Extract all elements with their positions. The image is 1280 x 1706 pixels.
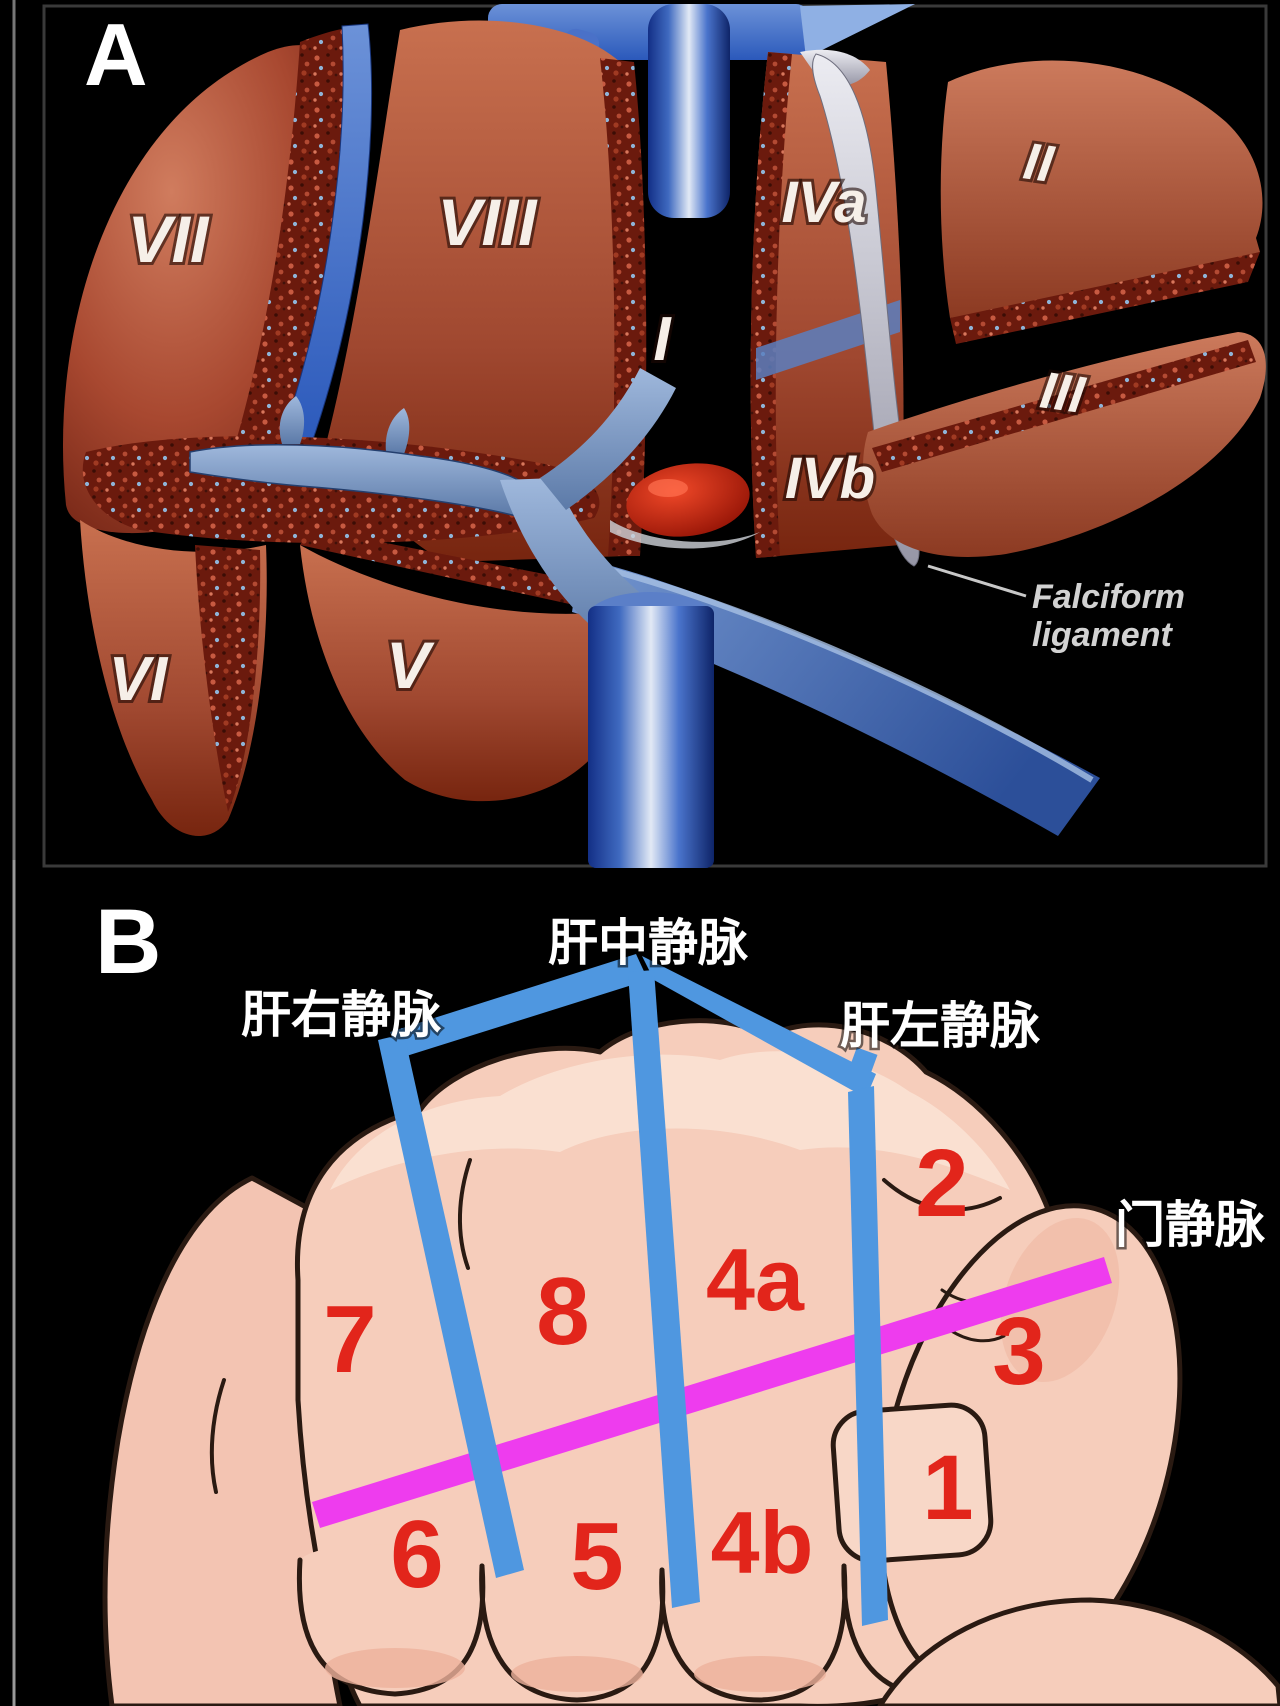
hepatic-vein-bands	[378, 954, 888, 1626]
panel-b-fist-illustration: 7 8 4a 2 3 1 6 5 4b B 肝中静脉 肝右静脉 肝左静脉 门静脉	[12, 860, 1280, 1706]
middle-hepatic-vein-label: 肝中静脉	[548, 915, 749, 971]
segment-ivb-label: IVb	[785, 446, 875, 511]
gallbladder-highlight	[648, 479, 688, 497]
segment-1-number: 1	[922, 1437, 973, 1539]
portal-vein-band	[312, 1257, 1112, 1528]
segment-7-number: 7	[323, 1286, 376, 1393]
segment-vi-label: VI	[109, 645, 169, 714]
lower-fingers-mass	[877, 1597, 1280, 1706]
ivc-trunk-bottom	[588, 606, 714, 868]
panel-a-liver-illustration: A VII VIII IVa II I III IVb VI V Falcifo…	[12, 0, 1268, 870]
knuckle-highlight	[330, 1051, 1010, 1190]
thumb-shadow	[1000, 1217, 1120, 1383]
segment-ii-lobe	[940, 60, 1263, 319]
segment-4b-number: 4b	[711, 1493, 814, 1592]
portal-right-branch	[540, 368, 676, 510]
vein-roof-left	[390, 954, 648, 1058]
ivc-trunk-top	[648, 4, 730, 218]
segment-v-lobe	[300, 545, 617, 802]
portal-branch-stub-2	[385, 408, 410, 454]
segment-ii-cut-edge	[950, 252, 1260, 344]
finger-outline-2	[479, 1563, 666, 1703]
left-hepatic-vein-band	[848, 1086, 888, 1626]
finger-shadow-2	[511, 1656, 643, 1692]
segment-2-number: 2	[915, 1130, 968, 1237]
segment-i-label: I	[653, 305, 672, 374]
vein-roof-nub	[844, 1047, 878, 1089]
panel-a-letter: A	[84, 5, 148, 104]
segment-6-number: 6	[390, 1501, 443, 1608]
segment-4a-number: 4a	[706, 1230, 805, 1329]
crease-3	[882, 1178, 1002, 1212]
left-hepatic-vein-label: 肝左静脉	[840, 998, 1041, 1054]
segment-5-number: 5	[570, 1503, 623, 1610]
hepatic-vein-wing	[800, 4, 915, 58]
falciform-annotation-line2: ligament	[1032, 616, 1173, 654]
panel-b-letter: B	[95, 891, 161, 993]
crease-5	[948, 1328, 1006, 1343]
segment-viii-label: VIII	[437, 185, 538, 259]
segment-iva-label: IVa	[782, 170, 867, 235]
middle-hepatic-vein-band	[628, 970, 700, 1608]
portal-vein-label: 门静脉	[1115, 1197, 1266, 1253]
right-hepatic-vein-band	[378, 1034, 524, 1578]
segment-vi-cut-edge	[195, 545, 261, 812]
segment-v-label: V	[386, 628, 435, 702]
inferior-vena-cava-top	[488, 4, 915, 218]
segment-vii-label: VII	[128, 202, 210, 276]
segment-iv-cut-edge	[750, 52, 792, 558]
finger-outline-3	[659, 1563, 848, 1703]
crease-wrist	[209, 1378, 226, 1494]
finger-shadow-1	[325, 1648, 465, 1688]
segment-8-number: 8	[536, 1258, 589, 1365]
gallbladder-rim	[610, 520, 760, 549]
vein-ribbon-highlight	[587, 561, 1094, 783]
vein-roof-right	[642, 956, 876, 1098]
portal-branch-stub-1	[279, 396, 305, 444]
crease-1	[457, 1158, 472, 1270]
segment-3-number: 3	[992, 1298, 1045, 1405]
segment-v-cut-edge	[300, 528, 606, 612]
falciform-annotation-line1: Falciform	[1032, 578, 1185, 616]
finger-shadow-3	[694, 1656, 826, 1692]
right-hepatic-vein-label: 肝右静脉	[241, 987, 442, 1043]
falciform-leader-line	[927, 564, 1027, 598]
segment-iii-cut-edge	[872, 340, 1256, 472]
finger-outline-1	[296, 1557, 486, 1697]
